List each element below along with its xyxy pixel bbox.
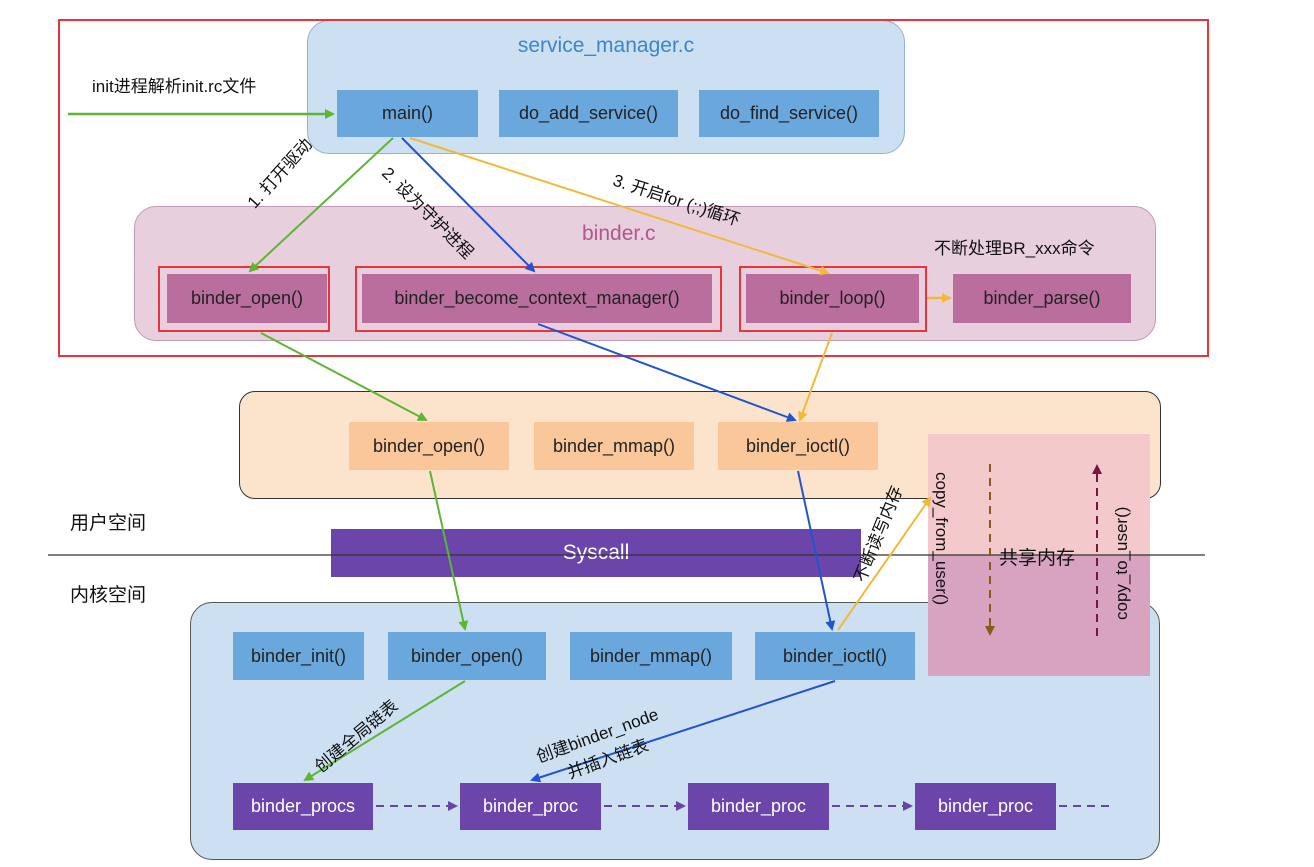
arrow-open-to-user-open [260,332,428,421]
shared-memory-bottom [928,555,1150,676]
user-binder-open-box: binder_open() [349,422,509,470]
syscall-bar: Syscall [331,529,861,577]
do-find-service-box: do_find_service() [699,90,879,137]
kernel-binder-mmap-box: binder_mmap() [570,632,732,680]
user-space-label: 用户空间 [70,513,147,534]
binder-procs-box: binder_procs [233,783,373,830]
service-manager-title: service_manager.c [517,34,695,57]
binder-c-title: binder.c [582,222,656,245]
binder-loop-box: binder_loop() [746,274,919,323]
binder-proc-box-3: binder_proc [915,783,1056,830]
user-binder-mmap-box: binder_mmap() [534,422,694,470]
binder-c-open-box: binder_open() [167,274,327,323]
main-function-box: main() [337,90,478,137]
arrow-ioctl-to-shared-memory [837,496,932,631]
copy-to-user-label: copy_to_user() [1112,506,1131,620]
kernel-binder-ioctl-box: binder_ioctl() [755,632,915,680]
kernel-space-label: 内核空间 [70,585,147,606]
kernel-binder-init-box: binder_init() [233,632,364,680]
arrow-kernel-ioctl-to-proc [530,680,836,783]
become-context-manager-box: binder_become_context_manager() [362,274,712,323]
binder-loop-highlight [739,266,927,332]
become-context-manager-highlight [355,266,722,332]
br-command-note: 不断处理BR_xxx命令 [934,239,1095,258]
binder-proc-box-1: binder_proc [460,783,601,830]
arrow-kernel-open-to-procs [303,680,466,782]
arrow-user-ioctl-to-kernel-ioctl [797,470,836,631]
user-binder-ioctl-box: binder_ioctl() [718,422,878,470]
shared-memory-top [928,434,1150,555]
shared-memory-title: 共享内存 [999,548,1076,569]
arrow-main-to-become-cm [401,137,536,273]
copy-from-user-label: copy_from_user() [932,472,951,606]
arrow-user-open-to-kernel-open [429,470,469,631]
arrow-loop-to-ioctl [798,332,833,422]
init-label: init进程解析init.rc文件 [92,77,257,96]
arrow-main-to-open [248,137,394,273]
arrow-become-cm-to-ioctl [537,323,797,422]
do-add-service-box: do_add_service() [499,90,678,137]
kernel-binder-open-box: binder_open() [388,632,546,680]
binder-c-open-highlight [158,266,330,332]
arrow-main-to-loop [409,137,830,276]
binder-parse-box: binder_parse() [953,274,1131,323]
highlight-frame [58,19,1209,357]
binder-proc-box-2: binder_proc [688,783,829,830]
